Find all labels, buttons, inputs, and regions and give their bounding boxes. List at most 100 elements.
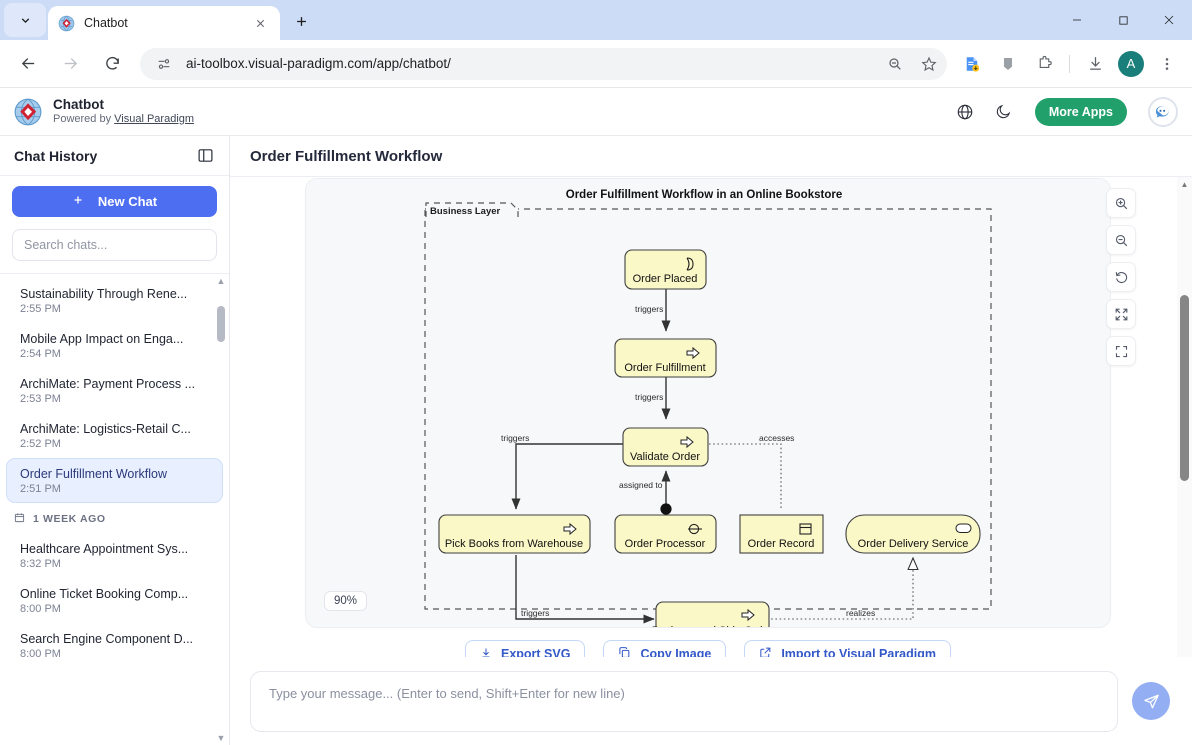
external-link-icon: [759, 646, 772, 662]
chat-list-item[interactable]: Online Ticket Booking Comp... 8:00 PM: [6, 578, 223, 623]
page-title: Order Fulfillment Workflow: [250, 147, 443, 165]
chat-list-item[interactable]: ArchiMate: Logistics-Retail C... 2:52 PM: [6, 413, 223, 458]
bookmark-tag-icon[interactable]: [994, 50, 1022, 78]
three-dot-menu-icon[interactable]: [1153, 50, 1181, 78]
chat-item-title: Online Ticket Booking Comp...: [20, 587, 189, 601]
sidebar-scrollbar[interactable]: ▲ ▼: [215, 274, 227, 745]
message-composer: [230, 657, 1192, 745]
chat-list[interactable]: Sustainability Through Rene... 2:55 PM M…: [0, 274, 229, 745]
send-button[interactable]: [1132, 682, 1170, 720]
fullscreen-button[interactable]: [1106, 336, 1136, 366]
connector-realizes: [767, 558, 913, 620]
chat-list-item[interactable]: Mobile App Impact on Enga... 2:54 PM: [6, 323, 223, 368]
node-label: Package and Ship Order: [652, 625, 773, 628]
download-icon: [480, 647, 492, 662]
chat-item-title: Healthcare Appointment Sys...: [20, 542, 189, 556]
app-brand: Chatbot Powered by Visual Paradigm: [53, 97, 194, 126]
globe-icon[interactable]: [951, 98, 979, 126]
extensions-puzzle-icon[interactable]: [1030, 50, 1058, 78]
business-layer-label: Business Layer: [430, 206, 501, 217]
address-bar[interactable]: ai-toolbox.visual-paradigm.com/app/chatb…: [140, 47, 947, 80]
panel-toggle-icon[interactable]: [195, 146, 215, 166]
connector-triggers-4: [515, 555, 655, 624]
diagram-card[interactable]: Order Fulfillment Workflow in an Online …: [305, 178, 1111, 628]
chat-group-text: 1 WEEK AGO: [33, 513, 106, 525]
chat-item-time: 2:53 PM: [20, 393, 61, 405]
more-apps-button[interactable]: More Apps: [1034, 97, 1127, 126]
archimate-diagram[interactable]: Order Fulfillment Workflow in an Online …: [306, 179, 1111, 628]
new-tab-icon[interactable]: [286, 6, 316, 36]
sidebar-scroll-thumb[interactable]: [217, 306, 225, 342]
message-input[interactable]: [250, 670, 1118, 732]
toolbar-divider: [1069, 54, 1070, 73]
tab-close-icon[interactable]: [250, 13, 270, 33]
page-settings-icon[interactable]: [152, 52, 176, 76]
window-controls: [1054, 0, 1192, 40]
zoom-out-icon[interactable]: [883, 52, 907, 76]
chat-item-time: 8:00 PM: [20, 648, 61, 660]
relation-label: assigned to: [619, 480, 663, 490]
sidebar-header: Chat History: [0, 136, 229, 176]
browser-tab-strip: Chatbot: [0, 0, 1192, 40]
zoom-level-badge: 90%: [324, 591, 368, 611]
triangle-down-icon[interactable]: ▼: [216, 733, 226, 743]
diagram-node-order-record[interactable]: Order Record: [739, 514, 824, 554]
back-arrow-icon[interactable]: [12, 48, 44, 80]
diagram-node-package-ship[interactable]: Package and Ship Order: [652, 601, 773, 628]
visual-paradigm-link[interactable]: Visual Paradigm: [114, 112, 195, 125]
triangle-up-icon[interactable]: ▲: [216, 276, 226, 286]
zoom-in-button[interactable]: [1106, 188, 1136, 218]
visual-paradigm-logo: [14, 98, 42, 126]
chat-list-item[interactable]: Search Engine Component D... 8:00 PM: [6, 623, 223, 668]
diagram-node-order-fulfillment[interactable]: Order Fulfillment: [614, 338, 717, 378]
chat-list-item[interactable]: Healthcare Appointment Sys... 8:32 PM: [6, 533, 223, 578]
profile-avatar[interactable]: A: [1118, 50, 1144, 77]
chat-list-item[interactable]: Sustainability Through Rene... 2:55 PM: [6, 278, 223, 323]
node-label: Pick Books from Warehouse: [445, 538, 583, 550]
reset-view-button[interactable]: [1106, 262, 1136, 292]
url-text: ai-toolbox.visual-paradigm.com/app/chatb…: [186, 56, 451, 71]
reload-icon[interactable]: [96, 48, 128, 80]
new-chat-button[interactable]: New Chat: [12, 186, 217, 217]
diagram-node-order-processor[interactable]: Order Processor: [614, 514, 717, 554]
forward-arrow-icon[interactable]: [54, 48, 86, 80]
relation-label: triggers: [635, 304, 663, 314]
content-header: Order Fulfillment Workflow: [230, 136, 1192, 177]
node-label: Order Delivery Service: [858, 538, 969, 550]
diagram-node-validate-order[interactable]: Validate Order: [622, 427, 709, 467]
node-label: Order Record: [748, 538, 815, 550]
fit-to-screen-button[interactable]: [1106, 299, 1136, 329]
browser-tab[interactable]: Chatbot: [48, 6, 280, 40]
diagram-node-order-placed[interactable]: Order Placed: [624, 249, 707, 290]
doc-save-extension-icon[interactable]: [958, 50, 986, 78]
chat-item-time: 8:00 PM: [20, 603, 61, 615]
relation-label: triggers: [635, 392, 663, 402]
business-layer-tab: [425, 202, 519, 217]
relation-label: triggers: [521, 608, 549, 618]
browser-tab-title: Chatbot: [84, 16, 128, 30]
node-label: Order Placed: [633, 273, 698, 285]
star-icon[interactable]: [917, 52, 941, 76]
chat-bubble-avatar-icon[interactable]: [1148, 96, 1178, 127]
browser-toolbar: ai-toolbox.visual-paradigm.com/app/chatb…: [0, 40, 1192, 88]
diagram-toolbar: [1106, 188, 1136, 366]
zoom-out-button[interactable]: [1106, 225, 1136, 255]
chat-item-time: 8:32 PM: [20, 558, 61, 570]
chat-item-title: Sustainability Through Rene...: [20, 287, 188, 301]
downloads-icon[interactable]: [1081, 50, 1109, 78]
search-input[interactable]: [12, 229, 217, 261]
chat-item-title: Search Engine Component D...: [20, 632, 194, 646]
app-header: Chatbot Powered by Visual Paradigm More …: [0, 88, 1192, 136]
chat-list-item-active[interactable]: Order Fulfillment Workflow 2:51 PM: [6, 458, 223, 503]
minimize-icon[interactable]: [1054, 0, 1100, 40]
chat-item-time: 2:54 PM: [20, 348, 61, 360]
moon-icon[interactable]: [990, 98, 1018, 126]
close-icon[interactable]: [1146, 0, 1192, 40]
diagram-node-order-delivery-service[interactable]: Order Delivery Service: [845, 514, 981, 554]
diagram-node-pick-books[interactable]: Pick Books from Warehouse: [438, 514, 591, 554]
content-scroll-thumb[interactable]: [1180, 295, 1189, 481]
maximize-icon[interactable]: [1100, 0, 1146, 40]
tab-list-chevron-icon[interactable]: [4, 3, 46, 37]
triangle-up-icon[interactable]: ▲: [1180, 180, 1189, 189]
chat-list-item[interactable]: ArchiMate: Payment Process ... 2:53 PM: [6, 368, 223, 413]
